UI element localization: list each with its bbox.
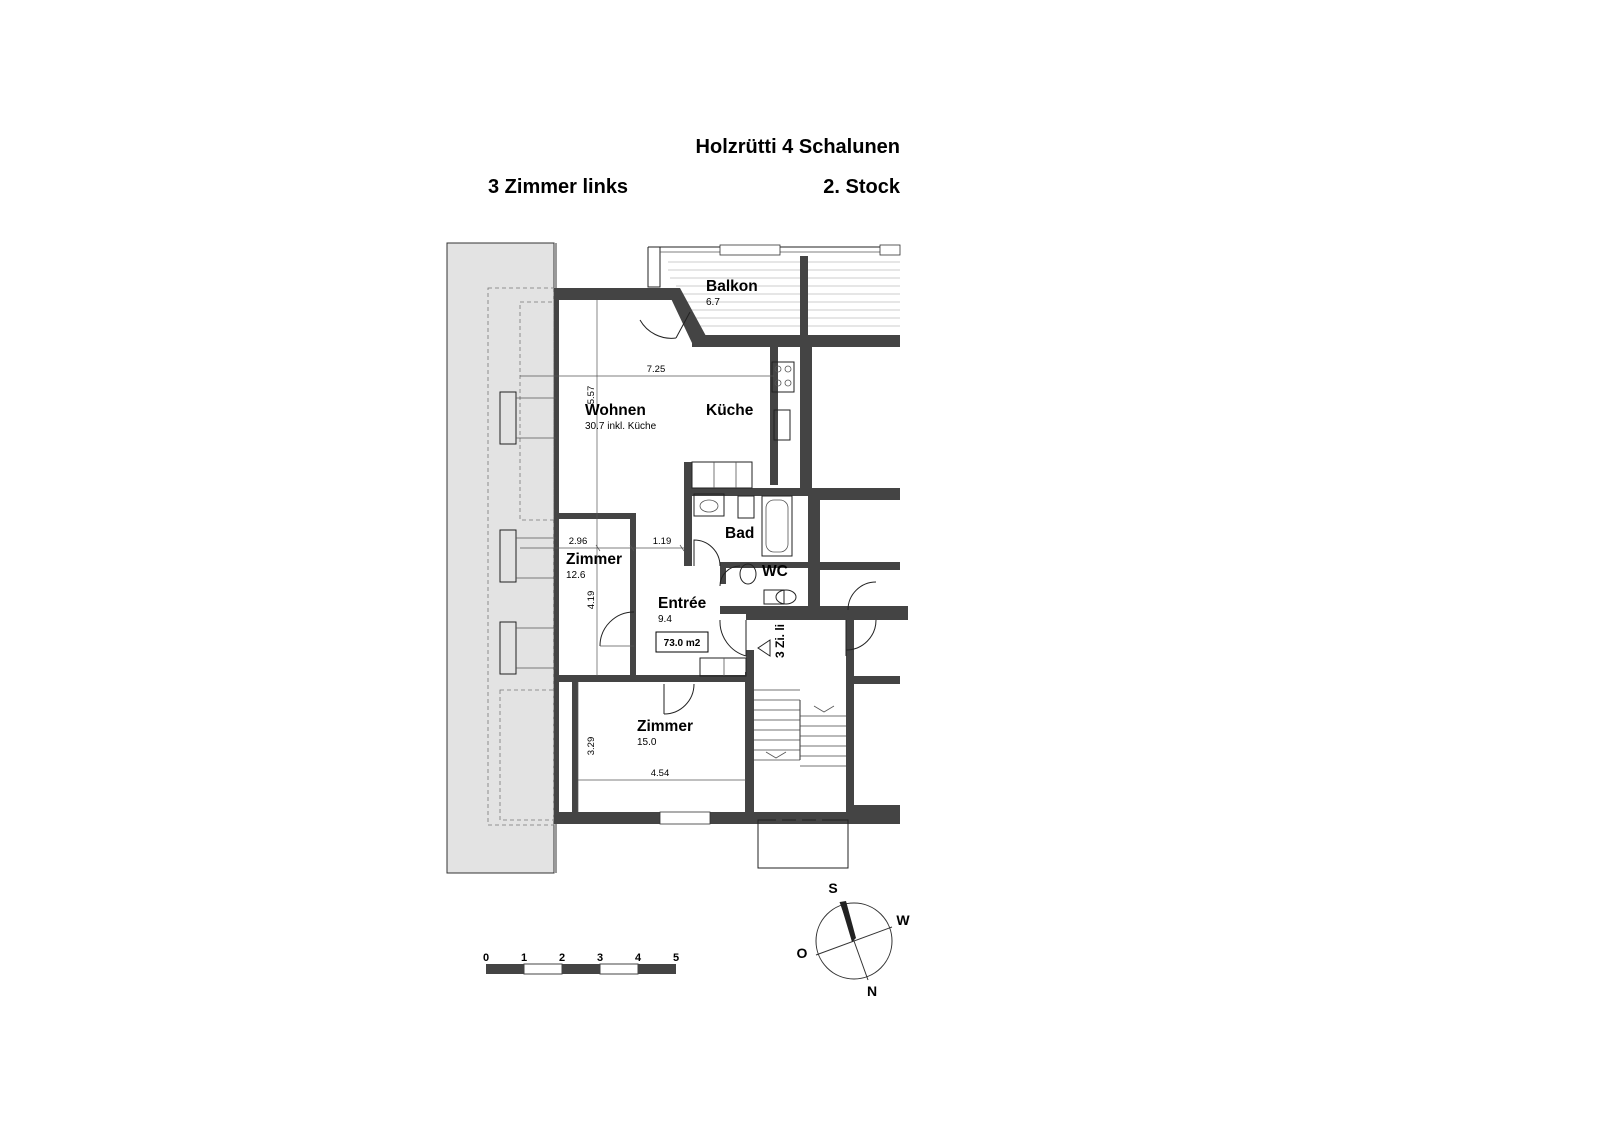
left-windows: [499, 391, 556, 675]
room-zimmer2-area: 15.0: [637, 737, 657, 748]
staircase: [754, 682, 849, 869]
room-zimmer1-name: Zimmer: [566, 551, 622, 568]
bathroom-fixtures: [693, 493, 797, 605]
dim-zimmer2-depth: 3.29: [586, 737, 597, 756]
dim-zimmer1-width: 2.96: [569, 536, 588, 547]
balcony-decking: [668, 261, 900, 327]
room-zimmer1-area: 12.6: [566, 570, 586, 581]
room-wc-name: WC: [762, 563, 788, 580]
room-bad-name: Bad: [725, 525, 754, 542]
compass-west: W: [896, 912, 910, 928]
dim-wohnen-width: 7.25: [647, 364, 666, 375]
scale-label-2: 2: [559, 952, 565, 964]
dim-zimmer2-width: 4.54: [651, 768, 670, 779]
room-entree-area: 9.4: [658, 614, 672, 625]
unit-marker: 3 Zi. li: [773, 624, 787, 658]
scale-label-3: 3: [597, 952, 603, 964]
terrace-strip: [446, 242, 557, 874]
scale-bar: [486, 963, 676, 975]
entrance-triangle-icon: [757, 639, 771, 657]
room-wohnen-area: 30.7 inkl. Küche: [585, 421, 657, 432]
compass-south: S: [828, 880, 837, 896]
dimension-lines: [520, 300, 774, 812]
doors: [599, 311, 877, 715]
room-zimmer2-name: Zimmer: [637, 718, 693, 735]
kitchen-fixtures: [691, 361, 795, 489]
compass-north: N: [867, 983, 877, 999]
building-title: Holzrütti 4 Schalunen: [696, 136, 900, 158]
scale-label-4: 4: [635, 952, 642, 964]
walls: [554, 288, 908, 824]
total-area-box: [655, 631, 709, 653]
scale-label-5: 5: [673, 952, 679, 964]
scale-label-1: 1: [521, 952, 527, 964]
unit-title: 3 Zimmer links: [488, 176, 628, 198]
room-kueche-name: Küche: [706, 402, 754, 419]
total-area-label: 73.0 m2: [664, 638, 701, 649]
dim-zimmer1-depth: 4.19: [586, 591, 597, 610]
entree-cabinet: [699, 657, 747, 677]
dim-wohnen-depth: 5.57: [586, 386, 597, 405]
scale-label-0: 0: [483, 952, 489, 964]
compass-east: O: [797, 945, 808, 961]
room-balkon-name: Balkon: [706, 278, 758, 295]
floor-title: 2. Stock: [823, 176, 901, 198]
bottom-window: [659, 811, 711, 825]
room-balkon-area: 6.7: [706, 297, 720, 308]
dim-corridor-width: 1.19: [653, 536, 672, 547]
room-entree-name: Entrée: [658, 595, 707, 612]
room-wohnen-name: Wohnen: [585, 402, 646, 419]
compass-icon: [815, 901, 893, 981]
